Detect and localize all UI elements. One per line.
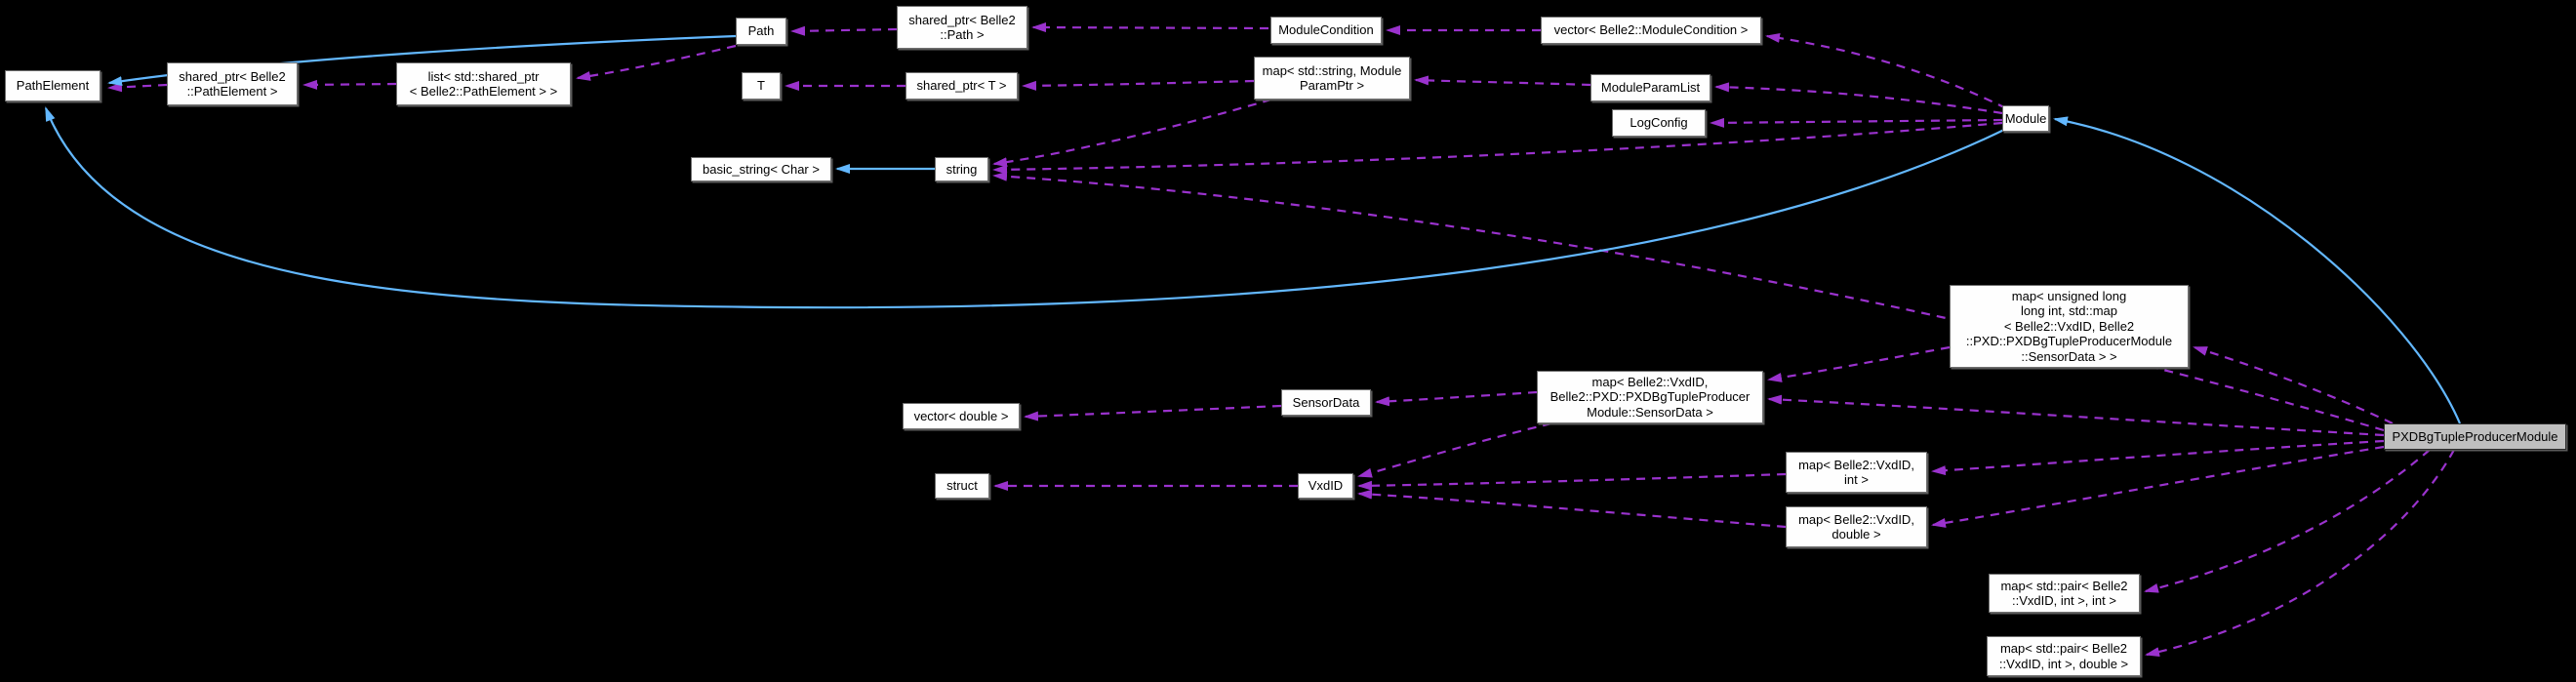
edge-sptrpath-path (790, 25, 898, 36)
edge-mpl-mapspp (1414, 75, 1591, 87)
edge-pxd-mapvi (1931, 439, 2385, 476)
node-pxdbgtupleproducermodule: PXDBgTupleProducerModule (2384, 423, 2566, 450)
edge-pxd-mapvd (1931, 445, 2385, 528)
node-vector-modulecondition[interactable]: vector< Belle2::ModuleCondition > (1541, 17, 1761, 44)
edge-mapspp-string (992, 98, 1272, 168)
node-module[interactable]: Module (2002, 105, 2049, 132)
edge-pxd-module (2053, 116, 2462, 424)
edge-pxd-mappi (2144, 449, 2431, 593)
edge-module-mpl (1714, 82, 2003, 115)
edge-sensordata-vecd (1024, 404, 1282, 421)
node-map-vxdid-sensordata[interactable]: map< Belle2::VxdID, Belle2::PXD::PXDBgTu… (1537, 371, 1763, 423)
edge-mapvd-vxdid (1357, 489, 1787, 529)
node-logconfig[interactable]: LogConfig (1612, 109, 1706, 137)
edge-pxd-string (992, 171, 2385, 432)
edge-mc-sptrpath (1031, 22, 1269, 33)
edge-list-sptrpe (302, 79, 397, 90)
node-basic-string-char[interactable]: basic_string< Char > (691, 157, 831, 181)
edge-module-pathelement (44, 106, 2009, 309)
node-map-string-paramptr[interactable]: map< std::string, Module ParamPtr > (1254, 57, 1410, 100)
node-map-pair-double[interactable]: map< std::pair< Belle2 ::VxdID, int >, d… (1987, 636, 2141, 676)
node-map-pair-int[interactable]: map< std::pair< Belle2 ::VxdID, int >, i… (1989, 574, 2140, 613)
node-map-vxdid-int[interactable]: map< Belle2::VxdID, int > (1786, 452, 1927, 493)
edge-mapspp-sptrt (1022, 79, 1255, 91)
edge-pxd-mappd (2145, 449, 2455, 658)
node-shared-ptr-t[interactable]: shared_ptr< T > (906, 72, 1018, 100)
node-list-shared-ptr[interactable]: list< std::shared_ptr < Belle2::PathElem… (396, 62, 571, 105)
edge-sptrpe-pathelement (107, 82, 168, 93)
edge-bigmap-mapvs (1767, 345, 1951, 382)
node-map-ulonglong-sensordata[interactable]: map< unsigned long long int, std::map < … (1950, 285, 2189, 368)
edge-module-logconfig (1710, 117, 2003, 128)
edge-module-string (992, 121, 2003, 175)
edge-pxd-bigmap (2193, 345, 2394, 424)
node-map-vxdid-double[interactable]: map< Belle2::VxdID, double > (1786, 506, 1927, 547)
node-shared-ptr-pathelement[interactable]: shared_ptr< Belle2 ::PathElement > (167, 62, 298, 105)
edge-pxd-mapvs (1767, 394, 2385, 437)
edge-mapvs-vxdid (1357, 421, 1552, 478)
node-vxdid[interactable]: VxdID (1298, 473, 1353, 499)
edge-mapvi-vxdid (1357, 472, 1787, 491)
edge-path-list (576, 44, 737, 81)
node-string[interactable]: string (935, 157, 988, 181)
node-path[interactable]: Path (736, 18, 786, 45)
node-modulecondition[interactable]: ModuleCondition (1270, 17, 1382, 44)
node-moduleparamlist[interactable]: ModuleParamList (1590, 74, 1711, 101)
node-struct[interactable]: struct (935, 473, 989, 499)
node-t[interactable]: T (742, 72, 781, 100)
edge-mapvs-sensordata (1375, 390, 1538, 407)
node-shared-ptr-path[interactable]: shared_ptr< Belle2 ::Path > (897, 6, 1027, 49)
node-pathelement[interactable]: PathElement (5, 70, 101, 101)
node-sensordata[interactable]: SensorData (1281, 389, 1371, 416)
node-vector-double[interactable]: vector< double > (903, 403, 1020, 429)
